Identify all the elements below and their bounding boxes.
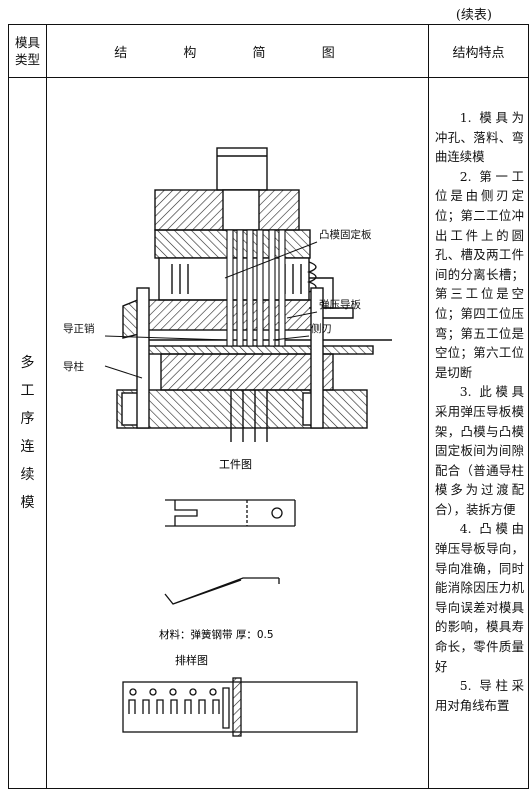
die-type-char: 多 xyxy=(20,355,35,371)
feature-item: 5. 导柱采用对角线布置 xyxy=(435,678,524,713)
die-type-cell: 多 工 序 连 续 模 xyxy=(8,77,47,789)
die-type-char: 连 xyxy=(20,439,35,455)
feature-item: 4. 凸模由弹压导板导向，导向准确，同时能消除因压力机导向误差对模具的影响，模具… xyxy=(435,521,524,674)
die-type-char: 续 xyxy=(20,467,35,483)
die-type-char: 工 xyxy=(20,383,35,399)
workpiece-title: 工件图 xyxy=(219,458,252,471)
callout-guide-pillar: 导柱 xyxy=(63,360,84,373)
workpiece-drawing xyxy=(164,499,296,605)
body-row: 多 工 序 连 续 模 xyxy=(8,77,529,789)
die-type-char: 模 xyxy=(20,495,35,511)
callout-pilot-pin: 导正销 xyxy=(63,322,95,335)
material-note: 材料：弹簧钢带 厚：0.5 xyxy=(159,628,274,641)
die-assembly-drawing xyxy=(116,147,392,442)
feature-item: 3. 此模具采用弹压导板模架，凸模与凸模固定板间为间隙配合（普通导柱模多为过渡配… xyxy=(435,384,524,517)
header-row: 模具类型 结 构 简 图 结构特点 xyxy=(8,24,529,78)
features-cell: 1. 模具为冲孔、落料、弯曲连续模 2. 第一工位是由侧刃定位；第二工位冲出工件… xyxy=(428,77,529,789)
feature-item: 2. 第一工位是由侧刃定位；第二工位冲出工件上的圆孔、槽及两工件间的分离长槽；第… xyxy=(435,168,524,380)
die-type-char: 序 xyxy=(20,411,35,427)
feature-item: 1. 模具为冲孔、落料、弯曲连续模 xyxy=(435,110,524,165)
callout-spring-stripper-guide: 弹压导板 xyxy=(319,298,361,311)
header-diagram: 结 构 简 图 xyxy=(46,24,429,78)
callout-punch-fixing-plate: 凸模固定板 xyxy=(319,228,372,241)
die-structure-table: 模具类型 结 构 简 图 结构特点 多 工 序 连 续 模 xyxy=(8,24,529,789)
continued-label: (续表) xyxy=(455,8,492,23)
callout-side-cutter: 侧刃 xyxy=(311,322,332,335)
header-features: 结构特点 xyxy=(428,24,529,78)
layout-title: 排样图 xyxy=(175,653,208,667)
strip-layout-drawing xyxy=(122,677,358,737)
diagram-cell: 凸模固定板 弹压导板 侧刃 导正销 导柱 工件图 xyxy=(46,77,429,789)
die-drawing: 凸模固定板 弹压导板 侧刃 导正销 导柱 工件图 xyxy=(63,147,392,737)
header-die-type: 模具类型 xyxy=(8,24,47,78)
